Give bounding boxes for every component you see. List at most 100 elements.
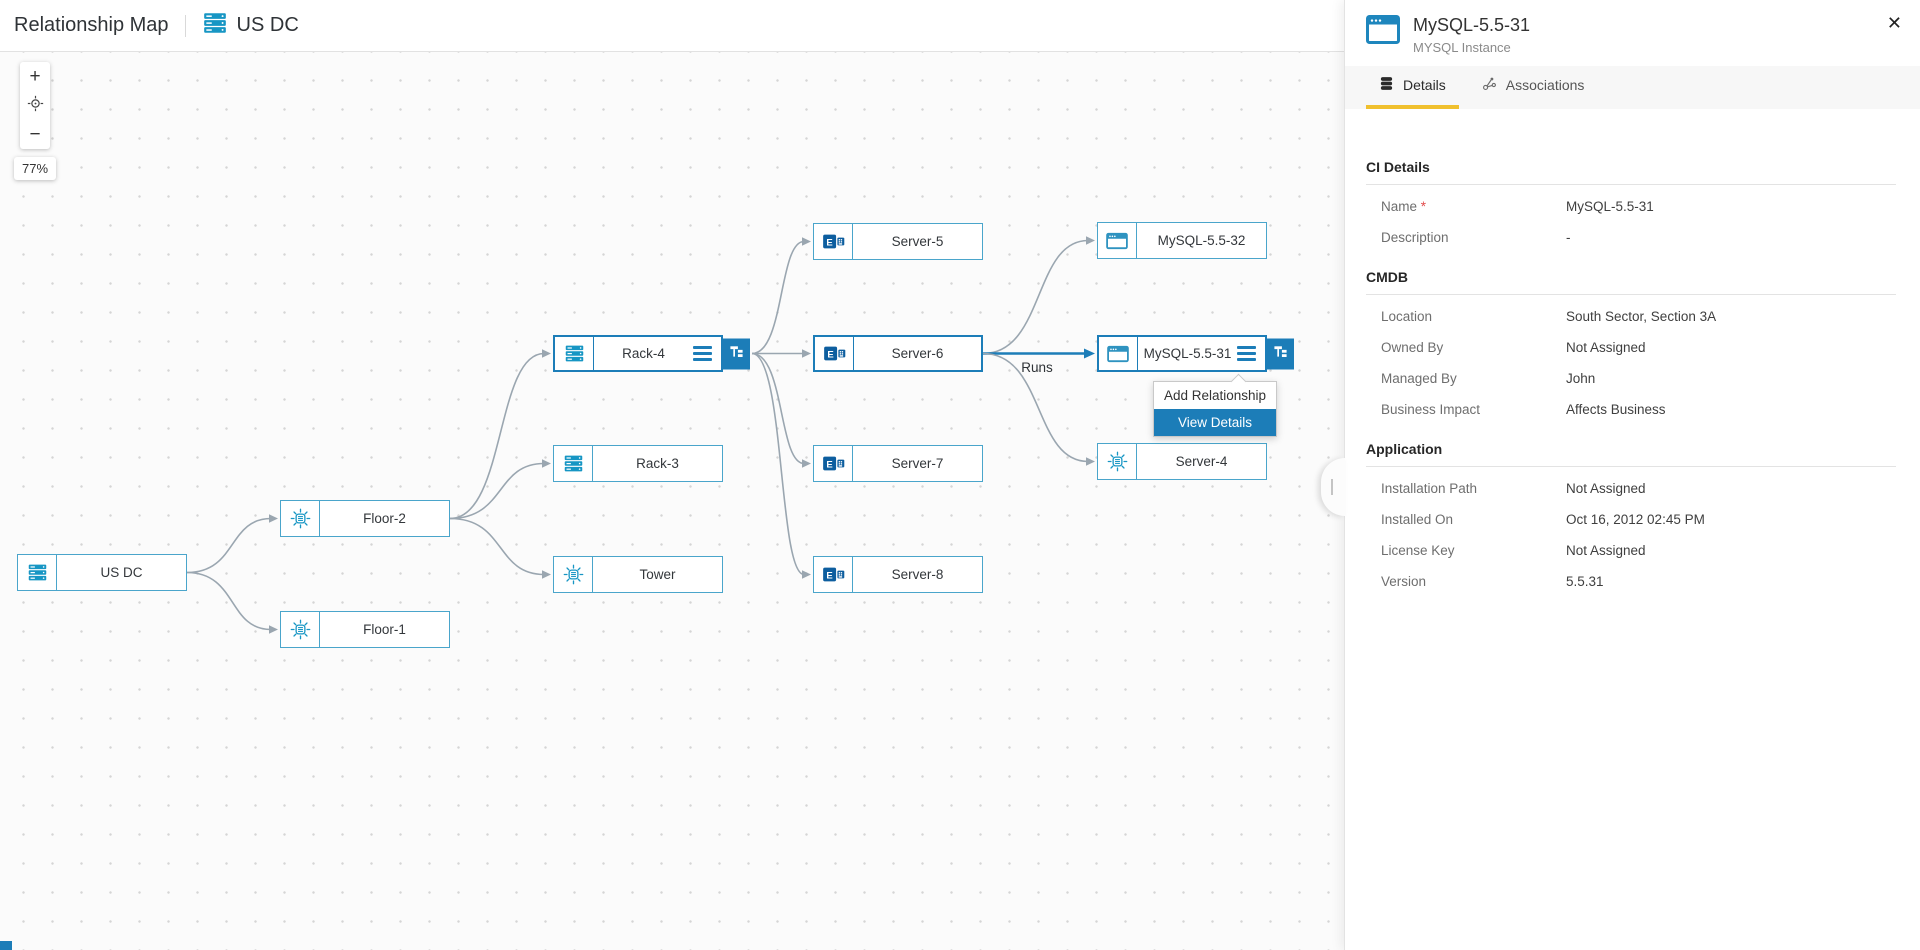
canvas-header: Relationship Map US DC: [0, 0, 1344, 52]
zoom-in-button[interactable]: +: [20, 62, 50, 91]
edge-arrowhead-icon: [802, 349, 811, 358]
context-menu-item-view-details[interactable]: View Details: [1154, 409, 1276, 436]
node-server6[interactable]: E Server-6: [813, 335, 983, 372]
node-label: Rack-3: [636, 456, 679, 471]
fit-to-view-button[interactable]: [20, 91, 50, 120]
field-label: Version: [1381, 573, 1427, 589]
node-floor1[interactable]: Floor-1: [280, 611, 450, 648]
field-label: Installed On: [1381, 511, 1454, 527]
svg-text:E: E: [826, 459, 832, 470]
field-value: Oct 16, 2012 02:45 PM: [1566, 511, 1705, 527]
field-value: MySQL-5.5-31: [1566, 198, 1654, 214]
tree-icon: [1273, 344, 1288, 364]
edge-floor2-rack4: [449, 352, 545, 520]
close-panel-button[interactable]: ✕: [1886, 13, 1902, 33]
expand-tree-button[interactable]: [1267, 338, 1294, 369]
field-owned-by: Owned By Not Assigned: [1366, 332, 1896, 363]
app-window-icon: [1099, 337, 1138, 370]
node-rack4[interactable]: Rack-4: [553, 335, 750, 372]
field-label: Owned By: [1381, 339, 1444, 355]
edge-usdc-floor2: [186, 517, 272, 574]
node-tower[interactable]: Tower: [553, 556, 723, 593]
node-server4[interactable]: Server-4: [1097, 443, 1267, 480]
app-window-icon: [1098, 223, 1137, 258]
node-label: MySQL-5.5-32: [1157, 233, 1246, 248]
field-label: Location: [1381, 308, 1433, 324]
field-value: 5.5.31: [1566, 573, 1604, 589]
server-rack-icon: [202, 10, 228, 42]
edge-arrowhead-icon: [542, 459, 551, 468]
field-value: Not Assigned: [1566, 339, 1646, 355]
field-name: Name *MySQL-5.5-31: [1366, 191, 1896, 222]
svg-text:E: E: [826, 570, 832, 581]
breadcrumb[interactable]: US DC: [202, 10, 299, 42]
node-label: MySQL-5.5-31: [1143, 346, 1232, 361]
svg-text:E: E: [827, 349, 833, 360]
server-rack-icon: [555, 337, 594, 370]
node-label: Server-6: [891, 346, 944, 361]
field-description: Description-: [1366, 222, 1896, 253]
node-label: Tower: [639, 567, 676, 582]
node-floor2[interactable]: Floor-2: [280, 500, 450, 537]
exchange-server-icon: E: [814, 557, 853, 592]
edge-arrowhead-icon: [802, 459, 811, 468]
section-heading: CI Details: [1366, 158, 1430, 175]
edge-label-runs: Runs: [1021, 359, 1053, 375]
hub-icon: [554, 557, 593, 592]
field-value: Affects Business: [1566, 401, 1666, 417]
tab-details[interactable]: Details: [1366, 66, 1459, 109]
node-menu-icon[interactable]: [1237, 337, 1265, 370]
node-label: Floor-1: [363, 622, 406, 637]
breadcrumb-label: US DC: [236, 14, 299, 36]
panel-header: MySQL-5.5-31 MYSQL Instance ✕: [1345, 0, 1920, 66]
edge-arrowhead-icon: [269, 625, 278, 634]
panel-collapse-handle[interactable]: [1321, 458, 1345, 516]
server-rack-icon: [554, 446, 593, 481]
edge-arrowhead-icon: [542, 570, 551, 579]
node-menu-icon[interactable]: [693, 337, 721, 370]
section-heading: Application: [1366, 440, 1443, 457]
field-value: John: [1566, 370, 1596, 386]
edge-rack4-server7: [751, 352, 805, 465]
edge-arrowhead-icon: [269, 514, 278, 523]
hub-icon: [1098, 444, 1137, 479]
edge-arrowhead-icon: [1086, 236, 1095, 245]
edge-arrowhead-icon: [802, 237, 811, 246]
crosshair-icon: [27, 95, 44, 116]
tree-icon: [729, 344, 744, 364]
zoom-controls: + −: [20, 62, 50, 149]
exchange-server-icon: E: [814, 446, 853, 481]
node-label: Rack-4: [622, 346, 665, 361]
field-label: Description: [1381, 229, 1449, 245]
section-divider: [1366, 183, 1896, 185]
node-mysql31[interactable]: MySQL-5.5-31: [1097, 335, 1294, 372]
node-mysql32[interactable]: MySQL-5.5-32: [1097, 222, 1267, 259]
edge-server6-mysql32: [982, 239, 1089, 355]
node-label: Server-5: [891, 234, 944, 249]
field-installed-on: Installed On Oct 16, 2012 02:45 PM: [1366, 504, 1896, 535]
node-usdc[interactable]: US DC: [17, 554, 187, 591]
edge-arrowhead-icon: [1084, 348, 1095, 359]
edge-arrowhead-icon: [542, 349, 551, 358]
zoom-out-button[interactable]: −: [20, 120, 50, 149]
section-divider: [1366, 293, 1896, 295]
context-menu-item-add-relationship[interactable]: Add Relationship: [1163, 388, 1267, 403]
node-rack3[interactable]: Rack-3: [553, 445, 723, 482]
expand-tree-button[interactable]: [723, 338, 750, 369]
tab-associations[interactable]: Associations: [1469, 66, 1598, 109]
required-marker: *: [1420, 198, 1427, 214]
section-heading: CMDB: [1366, 268, 1408, 285]
exchange-server-icon: E: [815, 337, 854, 370]
